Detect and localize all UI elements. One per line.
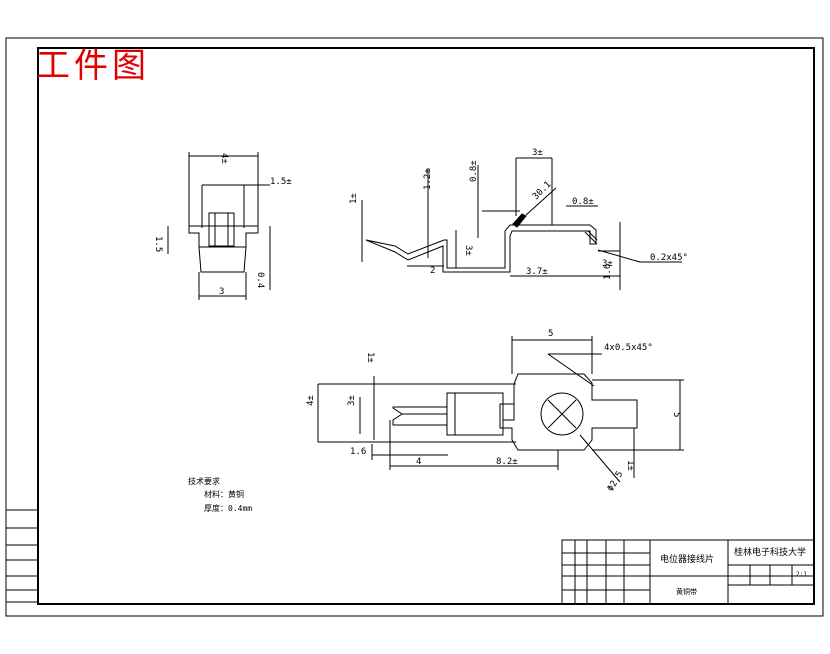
dim-top-thickness: 0.4 (255, 272, 265, 288)
dim-plan-right-h: 5 (671, 412, 681, 417)
dim-plan-inner-w: 3± (347, 395, 357, 406)
dim-plan-length: 8.2± (496, 457, 518, 467)
dim-side-bottom-len: 3.7± (526, 267, 548, 277)
dim-plan-offset: 1± (625, 460, 635, 471)
dim-side-base: 2 (430, 266, 435, 276)
dim-plan-overall: 5 (548, 329, 553, 339)
side-view (361, 157, 682, 290)
dim-top-width: 4± (219, 153, 229, 164)
dim-plan-corner-chamfer: 4x0.5x45° (604, 343, 653, 353)
dim-plan-width: 4± (306, 395, 316, 406)
inner-frame (37, 47, 815, 605)
top-view (167, 152, 271, 300)
dim-side-angle: 30.1 (531, 180, 553, 202)
title-block (561, 539, 815, 605)
dim-side-inner-h: 3± (463, 245, 473, 256)
dim-side-height-left: 1± (349, 193, 359, 204)
left-stub-table (5, 509, 39, 603)
tech-notes-thickness: 厚度：0.4mm (204, 503, 252, 513)
dim-plan-tab: 1.6 (350, 447, 366, 457)
title-block-material: 黄铜带 (676, 587, 697, 596)
dim-plan-hole-dia: Φ2.5 (606, 470, 626, 494)
stamp-title: 工件图 (36, 46, 150, 86)
title-block-school: 桂林电子科技大学 (734, 546, 806, 558)
tech-notes-title: 技术要求 (188, 476, 220, 486)
dim-side-step-a: 1.2± (423, 168, 433, 190)
tech-notes-material: 材料：黄铜 (204, 489, 244, 499)
plan-view (317, 336, 684, 483)
dim-side-step-b: 0.8± (469, 160, 479, 182)
dim-plan-pin-len: 1± (365, 352, 375, 363)
dim-side-right-w: 0.8± (572, 197, 594, 207)
dim-plan-pin-seg: 4 (416, 457, 421, 467)
outer-frame (5, 37, 824, 617)
title-block-part-name: 电位器接线片 (660, 553, 714, 565)
dim-top-bottom: 3 (219, 287, 224, 297)
dim-side-chamfer: 0.2x45° (650, 253, 688, 263)
dim-side-top-len: 3± (532, 148, 543, 158)
dim-side-right-base: 1.6 (603, 264, 613, 280)
dim-top-shoulder: 1.5± (270, 177, 292, 187)
title-block-scale: 2:1 (796, 571, 807, 578)
dim-top-height: 1.5 (153, 236, 163, 252)
dim-side-right-h: 3± (602, 259, 613, 269)
